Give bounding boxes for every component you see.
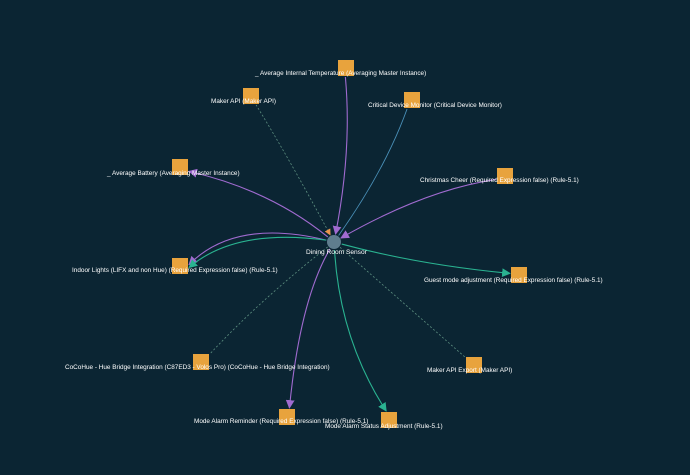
- edge-mode-alarm-status: [333, 249, 387, 412]
- nodes-layer: _ Average Internal Temperature (Averagin…: [65, 60, 603, 430]
- node-label-christmas-cheer: Christmas Cheer (Required Expression fal…: [420, 177, 579, 184]
- edge-indoor-lights: [188, 232, 327, 266]
- edge-maker-api: [255, 104, 331, 236]
- node-maker-api-export[interactable]: [466, 357, 482, 373]
- edge-indoor-lights-2: [188, 236, 327, 269]
- node-mode-alarm-reminder[interactable]: [279, 409, 295, 425]
- node-label-maker-api: Maker API (Maker API): [211, 98, 276, 105]
- hub-label: Dining Room Sensor: [306, 249, 368, 256]
- node-label-mode-alarm-status: Mode Alarm Status Adjustment (Rule-5.1): [325, 423, 443, 430]
- edge-maker-api-export: [339, 246, 466, 358]
- node-critical-monitor[interactable]: [404, 92, 420, 108]
- edges-layer: [188, 76, 511, 412]
- node-label-avg-battery: _ Average Battery (Averaging Master Inst…: [106, 170, 240, 177]
- node-cocohue[interactable]: [193, 354, 209, 370]
- node-label-guest-mode: Guest mode adjustment (Required Expressi…: [424, 277, 603, 284]
- hub-node-group: Dining Room Sensor: [306, 235, 368, 256]
- node-indoor-lights[interactable]: [172, 258, 188, 274]
- node-mode-alarm-status[interactable]: [381, 412, 397, 428]
- node-label-avg-temp: _ Average Internal Temperature (Averagin…: [254, 70, 426, 77]
- hub-node[interactable]: [327, 235, 341, 249]
- node-christmas-cheer[interactable]: [497, 168, 513, 184]
- node-label-mode-alarm-reminder: Mode Alarm Reminder (Required Expression…: [194, 418, 368, 425]
- node-label-critical-monitor: Critical Device Monitor (Critical Device…: [368, 102, 502, 109]
- edge-mode-alarm-reminder: [285, 248, 331, 409]
- edge-christmas-cheer: [340, 178, 497, 239]
- edge-guest-mode: [341, 243, 511, 278]
- node-guest-mode[interactable]: [511, 267, 527, 283]
- node-maker-api[interactable]: [243, 88, 259, 104]
- edge-critical-monitor: [338, 108, 408, 236]
- node-label-cocohue: CoCoHue - Hue Bridge Integration (C87ED3…: [65, 364, 330, 371]
- edge-cocohue: [209, 246, 328, 355]
- edge-avg-temp: [332, 76, 348, 236]
- edge-avg-battery: [188, 168, 329, 238]
- node-label-indoor-lights: Indoor Lights (LIFX and non Hue) (Requir…: [72, 267, 278, 274]
- node-avg-temp[interactable]: [338, 60, 354, 76]
- node-label-maker-api-export: Maker API Export (Maker API): [427, 367, 512, 374]
- node-avg-battery[interactable]: [172, 159, 188, 175]
